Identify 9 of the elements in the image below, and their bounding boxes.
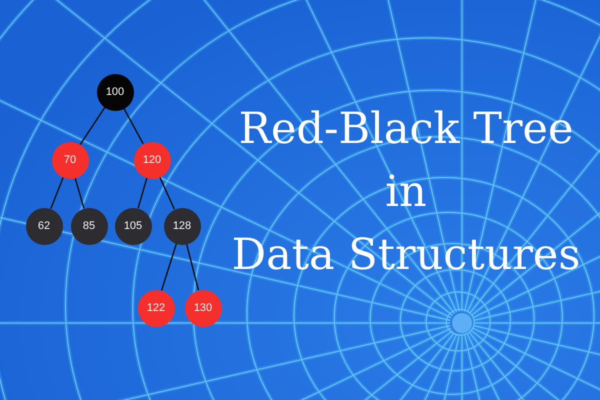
tree-edge	[160, 243, 178, 291]
tree-edge	[80, 107, 106, 145]
title: Red-Black Tree in Data Structures	[230, 103, 582, 282]
tree-edge	[50, 176, 64, 210]
tree-edge	[159, 176, 175, 210]
tree-edge	[137, 178, 148, 208]
tree-edge	[74, 178, 85, 208]
tree-edge	[186, 244, 200, 290]
tree-edge	[123, 108, 144, 144]
